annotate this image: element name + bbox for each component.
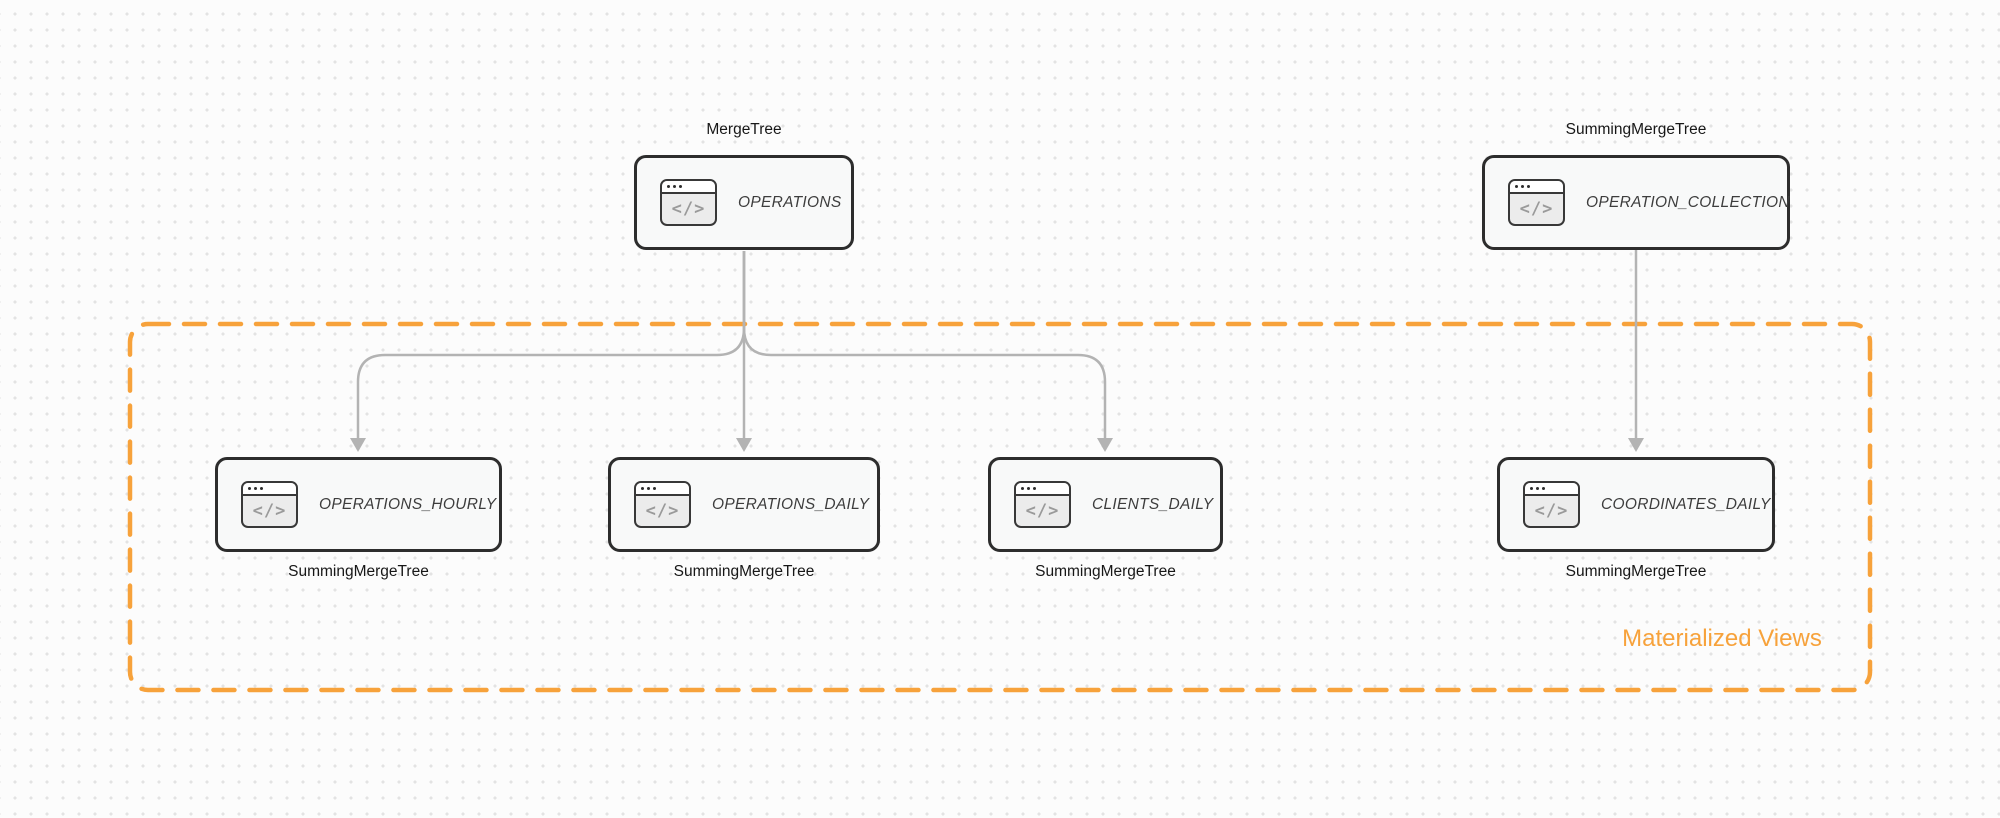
arrowhead-icon bbox=[1097, 438, 1113, 452]
arrowhead-icon bbox=[1628, 438, 1644, 452]
node-title: OPERATIONS bbox=[738, 193, 842, 211]
window-dots bbox=[243, 483, 296, 496]
node-coordinates-daily[interactable]: </> COORDINATES_DAILY bbox=[1497, 457, 1775, 552]
window-dots bbox=[662, 181, 715, 194]
window-dots bbox=[636, 483, 689, 496]
window-dots bbox=[1525, 483, 1578, 496]
node-title: OPERATIONS_DAILY bbox=[712, 495, 870, 513]
code-window-icon: </> bbox=[660, 179, 717, 226]
code-glyph: </> bbox=[645, 500, 680, 521]
code-window-icon: </> bbox=[1014, 481, 1071, 528]
engine-label-operation-collection: SummingMergeTree bbox=[1565, 121, 1707, 138]
node-title: OPERATIONS_HOURLY bbox=[319, 495, 497, 513]
code-window-icon: </> bbox=[1508, 179, 1565, 226]
code-glyph: </> bbox=[1534, 500, 1569, 521]
code-glyph: </> bbox=[1025, 500, 1060, 521]
engine-label-coordinates-daily: SummingMergeTree bbox=[1565, 563, 1707, 580]
window-dots bbox=[1016, 483, 1069, 496]
node-operations-daily[interactable]: </> OPERATIONS_DAILY bbox=[608, 457, 880, 552]
code-window-icon: </> bbox=[634, 481, 691, 528]
edge-operations-to-operations-hourly bbox=[356, 251, 746, 438]
node-operations-hourly[interactable]: </> OPERATIONS_HOURLY bbox=[215, 457, 502, 552]
code-glyph: </> bbox=[1519, 198, 1554, 219]
node-title: OPERATION_COLLECTION bbox=[1586, 193, 1790, 211]
node-operation-collection[interactable]: </> OPERATION_COLLECTION bbox=[1482, 155, 1790, 250]
edge-operations-to-clients-daily bbox=[742, 251, 1107, 438]
code-glyph: </> bbox=[252, 500, 287, 521]
code-glyph: </> bbox=[671, 198, 706, 219]
node-operations[interactable]: </> OPERATIONS bbox=[634, 155, 854, 250]
window-dots bbox=[1510, 181, 1563, 194]
node-title: CLIENTS_DAILY bbox=[1092, 495, 1214, 513]
engine-label-operations-hourly: SummingMergeTree bbox=[288, 563, 429, 580]
engine-label-clients-daily: SummingMergeTree bbox=[1035, 563, 1176, 580]
materialized-views-label: Materialized Views bbox=[1622, 625, 1822, 652]
node-clients-daily[interactable]: </> CLIENTS_DAILY bbox=[988, 457, 1223, 552]
arrowhead-icon bbox=[350, 438, 366, 452]
code-window-icon: </> bbox=[241, 481, 298, 528]
engine-label-operations: MergeTree bbox=[706, 121, 782, 138]
node-title: COORDINATES_DAILY bbox=[1601, 495, 1771, 513]
code-window-icon: </> bbox=[1523, 481, 1580, 528]
engine-label-operations-daily: SummingMergeTree bbox=[673, 563, 815, 580]
arrowhead-icon bbox=[736, 438, 752, 452]
